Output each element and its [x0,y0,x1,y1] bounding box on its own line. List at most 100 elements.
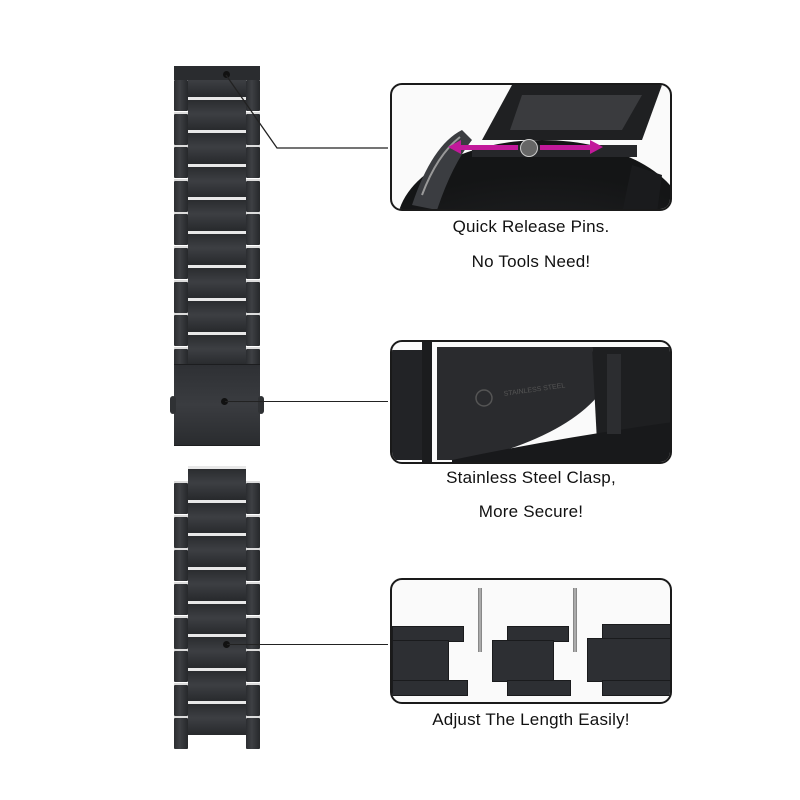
band-side-gap [174,582,188,584]
pin-knob-icon [520,139,538,157]
band-side-gap [246,280,260,282]
callout-dot-clasp [221,398,228,405]
band-side-gap [174,145,188,147]
band-outer-link [174,248,188,279]
band-center-link [188,167,246,198]
band-link-gap [188,533,246,536]
caption-quick-release-line2: No Tools Need! [471,252,591,271]
band-side-gap [174,515,188,517]
band-side-gap [246,582,260,584]
band-center-link [188,604,246,635]
band-outer-link [174,517,188,548]
band-side-gap [174,179,188,181]
band-outer-link [246,214,260,245]
band-side-gap [246,716,260,718]
caption-adjust-length: Adjust The Length Easily! [432,710,630,729]
removable-pin-icon [478,588,482,652]
callout-line-links [227,644,388,646]
band-outer-link [246,517,260,548]
band-center-link [188,335,246,366]
band-center-link [188,234,246,265]
band-outer-link [174,315,188,346]
quick-release-image [390,83,672,211]
band-side-gap [174,246,188,248]
band-outer-link [246,584,260,615]
band-side-gap [174,112,188,114]
band-center-link [188,671,246,702]
band-side-gap [174,280,188,282]
band-link-gap [188,601,246,604]
band-outer-link [174,618,188,649]
band-outer-link [246,80,260,111]
band-link-gap [188,265,246,268]
band-outer-link [246,147,260,178]
band-side-gap [174,313,188,315]
band-outer-link [174,550,188,581]
link-segment [587,638,670,682]
clasp-image: STAINLESS STEEL [390,340,672,464]
band-center-link [188,301,246,332]
band-outer-link [174,584,188,615]
band-side-gap [246,548,260,550]
link-segment [392,680,468,696]
band-link-gap [188,231,246,234]
clasp-release-tab [170,396,176,414]
band-top-end [174,66,260,80]
band-outer-link [174,214,188,245]
band-center-link [188,133,246,164]
band-side-gap [246,683,260,685]
band-clasp [174,364,260,446]
band-link-gap [188,466,246,469]
band-side-gap [174,616,188,618]
band-side-gap [246,347,260,349]
band-center-link [188,268,246,299]
band-side-gap [246,179,260,181]
band-center-link [188,469,246,500]
band-side-gap [246,212,260,214]
band-outer-link [246,181,260,212]
link-segment [492,640,554,682]
clasp-illustration: STAINLESS STEEL [392,342,670,462]
link-segment [507,680,571,696]
adjust-length-image [390,578,672,704]
band-center-link [188,637,246,668]
caption-clasp-line1: Stainless Steel Clasp, [446,468,616,487]
band-center-link [188,503,246,534]
band-link-gap [188,130,246,133]
band-side-gap [174,683,188,685]
band-outer-link [246,550,260,581]
band-side-gap [246,481,260,483]
band-link-gap [188,197,246,200]
band-outer-link [246,618,260,649]
band-outer-link [174,114,188,145]
band-outer-link [174,80,188,111]
band-outer-link [174,685,188,716]
band-side-gap [246,145,260,147]
left-arrowhead-icon [448,140,461,154]
link-segment [602,680,670,696]
band-outer-link [246,315,260,346]
band-side-gap [246,649,260,651]
band-center-link [188,536,246,567]
band-outer-link [174,181,188,212]
band-link-gap [188,668,246,671]
band-outer-link [246,248,260,279]
band-link-gap [188,567,246,570]
band-link-gap [188,634,246,637]
callout-dot-pins [223,71,230,78]
callout-line-clasp [225,401,388,403]
band-outer-link [246,685,260,716]
clasp-release-tab [258,396,264,414]
caption-clasp-line2: More Secure! [478,502,584,521]
removable-pin-icon [573,588,577,652]
band-outer-link [246,282,260,313]
left-arrow-icon [460,145,518,150]
band-center-link [188,200,246,231]
band-outer-link [246,483,260,514]
band-side-gap [174,716,188,718]
band-center-link [188,100,246,131]
band-outer-link [174,282,188,313]
band-outer-link [174,147,188,178]
band-link-gap [188,332,246,335]
